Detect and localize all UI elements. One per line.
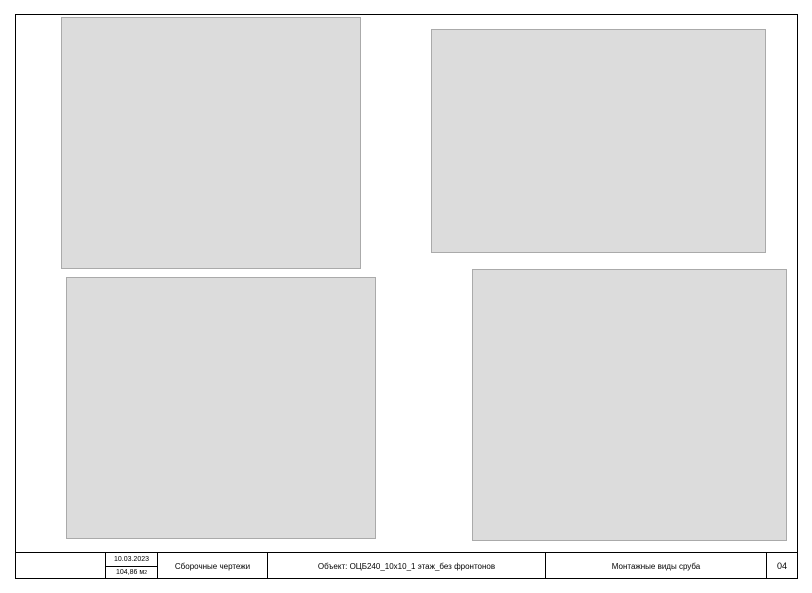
date-label: 10.03.2023	[106, 553, 157, 567]
log-house-roof-frame-view	[472, 269, 787, 541]
object-label: Объект: ОЦБ240_10х10_1 этаж_без фронтоно…	[268, 553, 546, 579]
log-house-isometric-view-2	[431, 29, 766, 253]
views-label: Монтажные виды сруба	[546, 553, 767, 579]
log-house-isometric-view-1	[61, 17, 361, 269]
drawings-type-label: Сборочные чертежи	[158, 553, 268, 579]
title-block-blank-cell	[16, 553, 106, 579]
log-house-isometric-view-3	[66, 277, 376, 539]
page-number: 04	[776, 561, 787, 571]
